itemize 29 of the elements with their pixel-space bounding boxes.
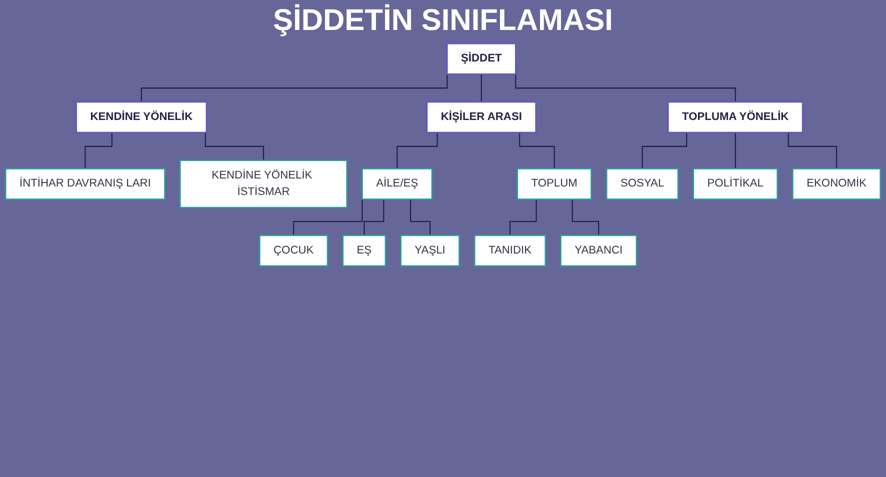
node-box: ÇOCUK [258,234,328,267]
connector [396,132,438,170]
node-box: TANIDIK [474,234,546,267]
connector [509,199,537,236]
node-box: TOPLUM [516,168,592,200]
title: ŞİDDETİN SINIFLAMASI [272,4,614,38]
connector [572,199,600,236]
node-box: TOPLUMA YÖNELİK [667,101,804,134]
connector [519,132,555,170]
connector [788,132,838,170]
node-box: EŞ [342,234,386,267]
node-box: KİŞİLER ARASI [426,101,537,134]
node-box: İNTİHAR DAVRANIŞ LARI [4,168,166,200]
connector [642,132,688,170]
node-box: YAŞLI [400,234,460,267]
node-box: KENDİNE YÖNELİK [76,101,208,134]
connector [734,132,736,170]
connector [84,132,112,170]
node-box: POLİTİKAL [692,168,778,200]
connector [410,199,431,236]
node-box: EKONOMİK [792,168,882,200]
connector [480,74,482,102]
node-box: SOSYAL [606,168,679,200]
connector [364,199,384,236]
node-box: AİLE/EŞ [362,168,433,200]
node-box: YABANCI [560,234,638,267]
connector [204,132,264,161]
node-box: KENDİNE YÖNELİK İSTİSMAR [179,160,348,208]
node-box: ŞİDDET [446,42,516,75]
